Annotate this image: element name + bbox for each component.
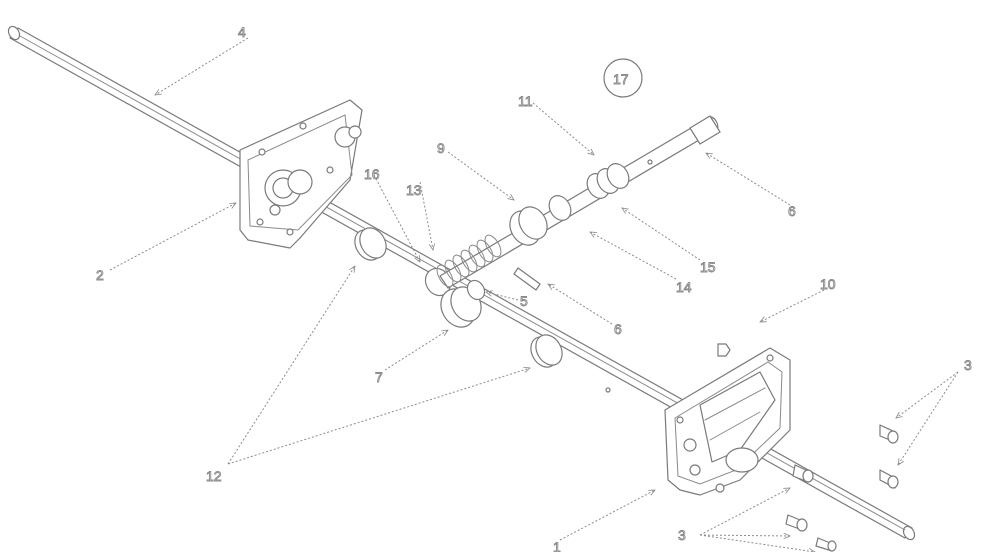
callout-7: 7 xyxy=(375,369,383,385)
bolt-shaft-1 xyxy=(792,464,814,483)
bolt-lower-right xyxy=(879,469,899,489)
callout-6: 6 xyxy=(614,321,622,337)
main-shaft xyxy=(7,25,916,541)
callout-2: 2 xyxy=(96,267,104,283)
callout-16: 16 xyxy=(364,166,380,182)
callout-17: 17 xyxy=(613,71,629,87)
compression-spring xyxy=(436,234,502,288)
clutch-collar xyxy=(509,195,572,246)
right-housing-plate xyxy=(664,347,791,496)
collar-upper xyxy=(354,227,387,261)
gear-hub-assembly xyxy=(424,267,486,328)
secondary-shaft xyxy=(439,115,721,289)
callout-5: 5 xyxy=(520,293,528,309)
callout-14: 14 xyxy=(676,279,692,295)
collar-lower xyxy=(530,334,563,368)
bolt-bottom-2 xyxy=(815,537,837,552)
callout-numbers: 4 2 17 11 9 16 13 6 15 14 10 5 6 7 3 12 … xyxy=(96,24,973,552)
callout-1: 1 xyxy=(553,539,561,552)
callout-15: 15 xyxy=(700,259,716,275)
callout-4: 4 xyxy=(238,24,246,40)
key xyxy=(717,343,731,357)
callout-11: 11 xyxy=(518,93,533,109)
callout-10: 10 xyxy=(820,276,836,292)
pin xyxy=(513,267,541,291)
left-bearing-plate xyxy=(239,99,363,249)
leader-lines xyxy=(109,37,959,552)
bearing-set xyxy=(586,163,630,199)
bolt-upper-right xyxy=(879,424,899,444)
callout-9: 9 xyxy=(437,140,445,156)
callout-3-bottom: 3 xyxy=(678,527,686,543)
callout-3-right: 3 xyxy=(964,357,972,373)
callout-12: 12 xyxy=(206,468,222,484)
callout-8: 6 xyxy=(788,203,796,219)
callout-13: 13 xyxy=(406,182,422,198)
callout-17-badge xyxy=(603,58,643,98)
bolt-bottom-1 xyxy=(785,514,808,532)
